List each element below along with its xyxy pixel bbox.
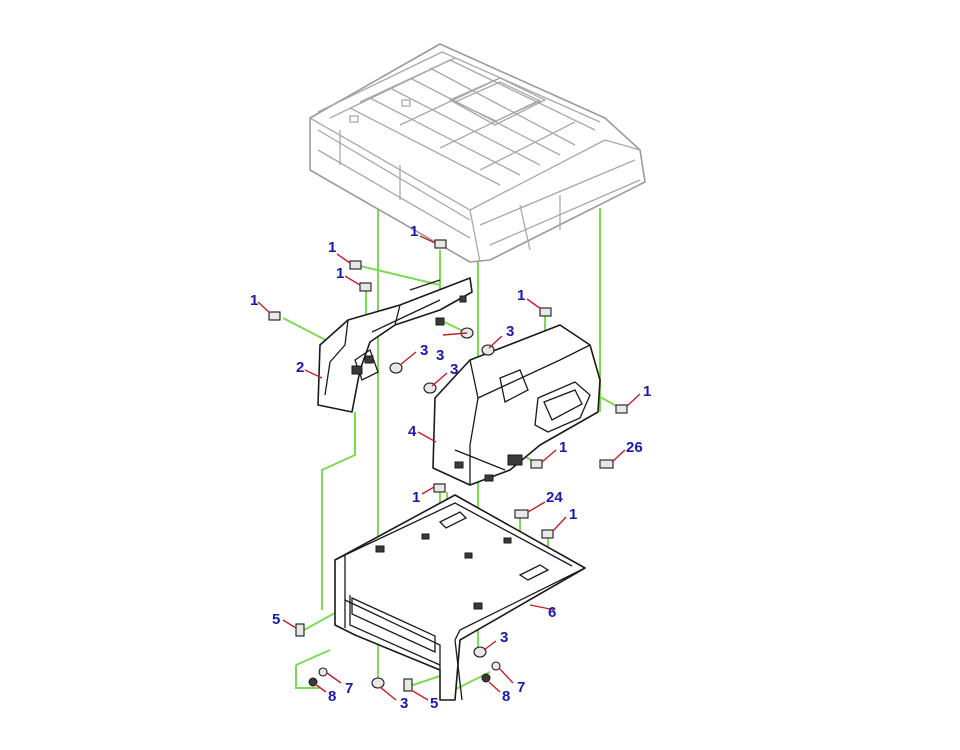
callout-4: 4 (408, 423, 417, 440)
callout-3: 3 (500, 629, 508, 646)
callout-1: 1 (410, 223, 418, 240)
callout-1: 1 (517, 287, 525, 304)
nut-8-b (481, 673, 491, 683)
callout-3: 3 (420, 342, 428, 359)
clip-1-a (434, 239, 447, 249)
bolt-3-e (473, 646, 487, 658)
callout-8: 8 (502, 688, 510, 705)
leader-lines (257, 235, 641, 701)
clip-1-c (359, 282, 372, 292)
callout-1: 1 (328, 239, 336, 256)
callout-1: 1 (250, 292, 258, 309)
bolt-3-c (481, 344, 495, 356)
callout-5: 5 (272, 611, 280, 628)
part-5-a (295, 623, 305, 637)
fittings (268, 239, 628, 692)
callout-3: 3 (400, 695, 408, 712)
callout-labels: 1 1 1 1 1 1 1 1 1 2 3 3 3 3 3 3 4 5 5 6 … (250, 223, 651, 712)
callout-5: 5 (430, 695, 438, 712)
part-2-left-panel (317, 277, 473, 413)
washer-7-a (318, 667, 328, 677)
callout-8: 8 (328, 688, 336, 705)
part-5-b (403, 678, 413, 692)
clip-1-d (268, 311, 281, 321)
callout-2: 2 (296, 359, 304, 376)
callout-24: 24 (546, 489, 563, 506)
callout-7: 7 (345, 680, 353, 697)
clip-1-e (539, 307, 552, 317)
bolt-3-f (371, 677, 385, 689)
washer-7-b (491, 661, 501, 671)
clip-1-f (615, 404, 628, 414)
bolt-3-b (389, 362, 403, 374)
part-24 (514, 509, 529, 519)
roof-assembly (309, 43, 646, 263)
callout-1: 1 (569, 506, 577, 523)
callout-1: 1 (336, 265, 344, 282)
clip-1-b (349, 260, 362, 270)
callout-6: 6 (548, 604, 556, 621)
part-4-middle-cover (432, 324, 601, 486)
callout-3: 3 (506, 323, 514, 340)
part-26 (599, 459, 614, 469)
callout-1: 1 (412, 489, 420, 506)
callout-7: 7 (517, 679, 525, 696)
callout-1: 1 (559, 439, 567, 456)
callout-26: 26 (626, 439, 643, 456)
callout-1: 1 (643, 383, 651, 400)
part-6-base-tray (334, 494, 586, 701)
clip-1-h (433, 483, 446, 493)
clip-1-i (541, 529, 554, 539)
callout-3: 3 (450, 361, 458, 378)
callout-3: 3 (436, 347, 444, 364)
clip-1-g (530, 459, 543, 469)
